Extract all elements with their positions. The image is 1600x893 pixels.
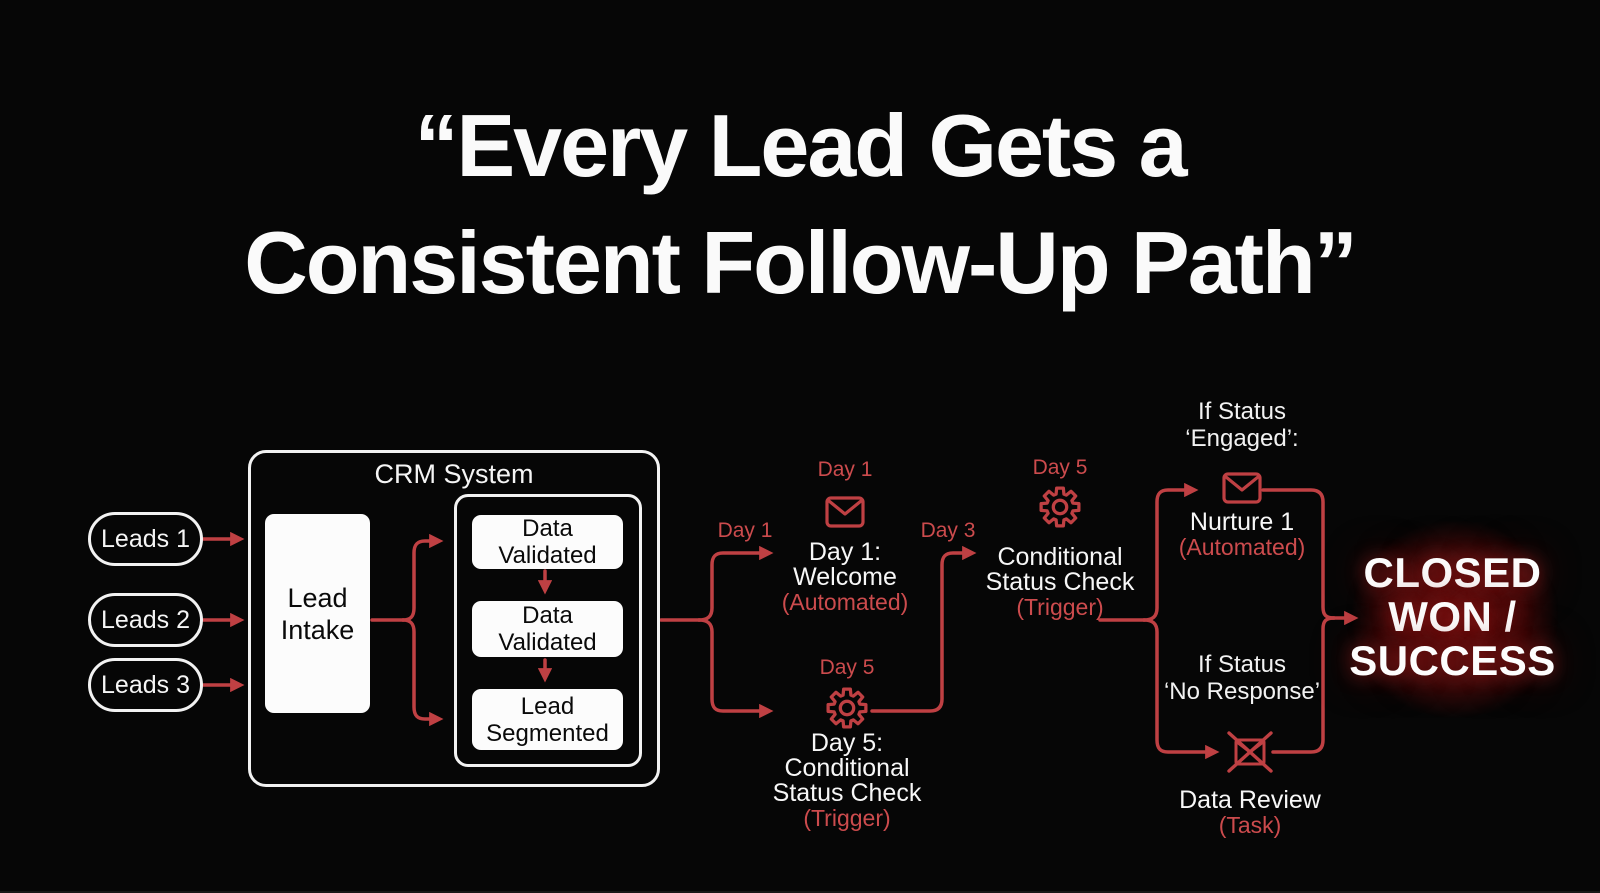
outcome-line: WON / [1388, 593, 1517, 640]
condition-line: If Status [1197, 398, 1287, 425]
page-title: “Every Lead Gets a Consistent Follow-Up … [0, 87, 1600, 321]
lead-intake-line-2: Intake [280, 614, 355, 645]
pipeline-step-lead-segmented: Lead Segmented [472, 689, 623, 750]
lead-intake-line-1: Lead [287, 582, 348, 613]
day5-check-node: Day 5: Conditional Status Check (Trigger… [772, 729, 922, 831]
pipeline-step-data-validated-2: Data Validated [472, 601, 623, 657]
lead-source-label: Leads 1 [101, 524, 190, 553]
lead-intake-box: Lead Intake [265, 514, 370, 713]
connector-crm-day5check [697, 618, 774, 719]
edge-label-day1: Day 1 [717, 519, 773, 542]
envelope-crossed-icon [1227, 731, 1273, 773]
gear-icon [1039, 486, 1081, 528]
lead-source-pill-2: Leads 2 [88, 593, 203, 647]
pipeline-step-data-validated-1: Data Validated [472, 515, 623, 569]
envelope-icon [825, 496, 865, 528]
lead-source-pill-1: Leads 1 [88, 512, 203, 566]
node-tag: (Trigger) [1016, 594, 1104, 620]
edge-label-day3: Day 3 [920, 519, 976, 542]
outcome-closed-won: CLOSED WON / SUCCESS [1335, 551, 1570, 683]
connector-conditional-datareview [1142, 618, 1220, 760]
connector-intake-validated [401, 533, 444, 622]
connector-conditional-nurture [1142, 482, 1199, 622]
step-line: Validated [498, 542, 597, 569]
title-line-1: “Every Lead Gets a [414, 96, 1187, 195]
node-line: Status Check [772, 779, 922, 807]
lead-source-pill-3: Leads 3 [88, 658, 203, 712]
condition-line: ‘No Response’ [1163, 678, 1321, 705]
lead-source-label: Leads 2 [101, 605, 190, 634]
node-line: Day 5: [810, 729, 884, 757]
connector-datareview-merge [1271, 616, 1336, 754]
conditional-node: Conditional Status Check (Trigger) [975, 543, 1145, 620]
node-line: Conditional [997, 543, 1123, 571]
node-tag: (Automated) [781, 589, 909, 615]
node-line: Day 1: [808, 538, 882, 566]
step-line: Segmented [486, 719, 609, 747]
node-tag: (Trigger) [803, 805, 891, 831]
condition-line: ‘Engaged’: [1185, 425, 1299, 452]
step-line: Lead [520, 692, 575, 720]
day5-check-day-label: Day 5 [819, 656, 875, 679]
welcome-node: Day 1: Welcome (Automated) [770, 538, 920, 615]
node-line: Welcome [793, 563, 897, 591]
connector-crm-welcome [697, 545, 774, 622]
connector-nurture-merge [1261, 488, 1336, 620]
condition-no-response: If Status ‘No Response’ [1142, 651, 1342, 705]
condition-engaged: If Status ‘Engaged’: [1152, 398, 1332, 452]
node-line: Status Check [985, 568, 1135, 596]
connector-day5check-conditional [870, 545, 977, 713]
node-line: Nurture 1 [1189, 508, 1295, 536]
envelope-icon [1222, 472, 1262, 504]
conditional-day-label: Day 5 [1032, 456, 1088, 479]
outcome-line: SUCCESS [1349, 637, 1556, 684]
welcome-day-label: Day 1 [817, 458, 873, 481]
nurture-node: Nurture 1 (Automated) [1157, 508, 1327, 560]
node-line: Data Review [1179, 786, 1321, 814]
crm-system-title: CRM System [374, 459, 534, 489]
node-tag: (Automated) [1178, 534, 1306, 560]
condition-line: If Status [1197, 651, 1287, 678]
node-tag: (Task) [1218, 812, 1282, 838]
outcome-glow [1322, 492, 1588, 747]
data-review-node: Data Review (Task) [1165, 786, 1335, 838]
node-line: Conditional [784, 754, 910, 782]
title-line-2: Consistent Follow-Up Path” [244, 213, 1358, 312]
connector-intake-segmented [401, 618, 444, 727]
outcome-line: CLOSED [1363, 549, 1542, 596]
gear-icon [826, 687, 868, 729]
bottom-divider [0, 891, 1600, 893]
step-line: Data [522, 602, 573, 629]
step-line: Data [522, 515, 573, 542]
crm-pipeline-box [454, 494, 642, 767]
lead-source-label: Leads 3 [101, 670, 190, 699]
crm-system-box [248, 450, 660, 787]
step-line: Validated [498, 629, 597, 656]
